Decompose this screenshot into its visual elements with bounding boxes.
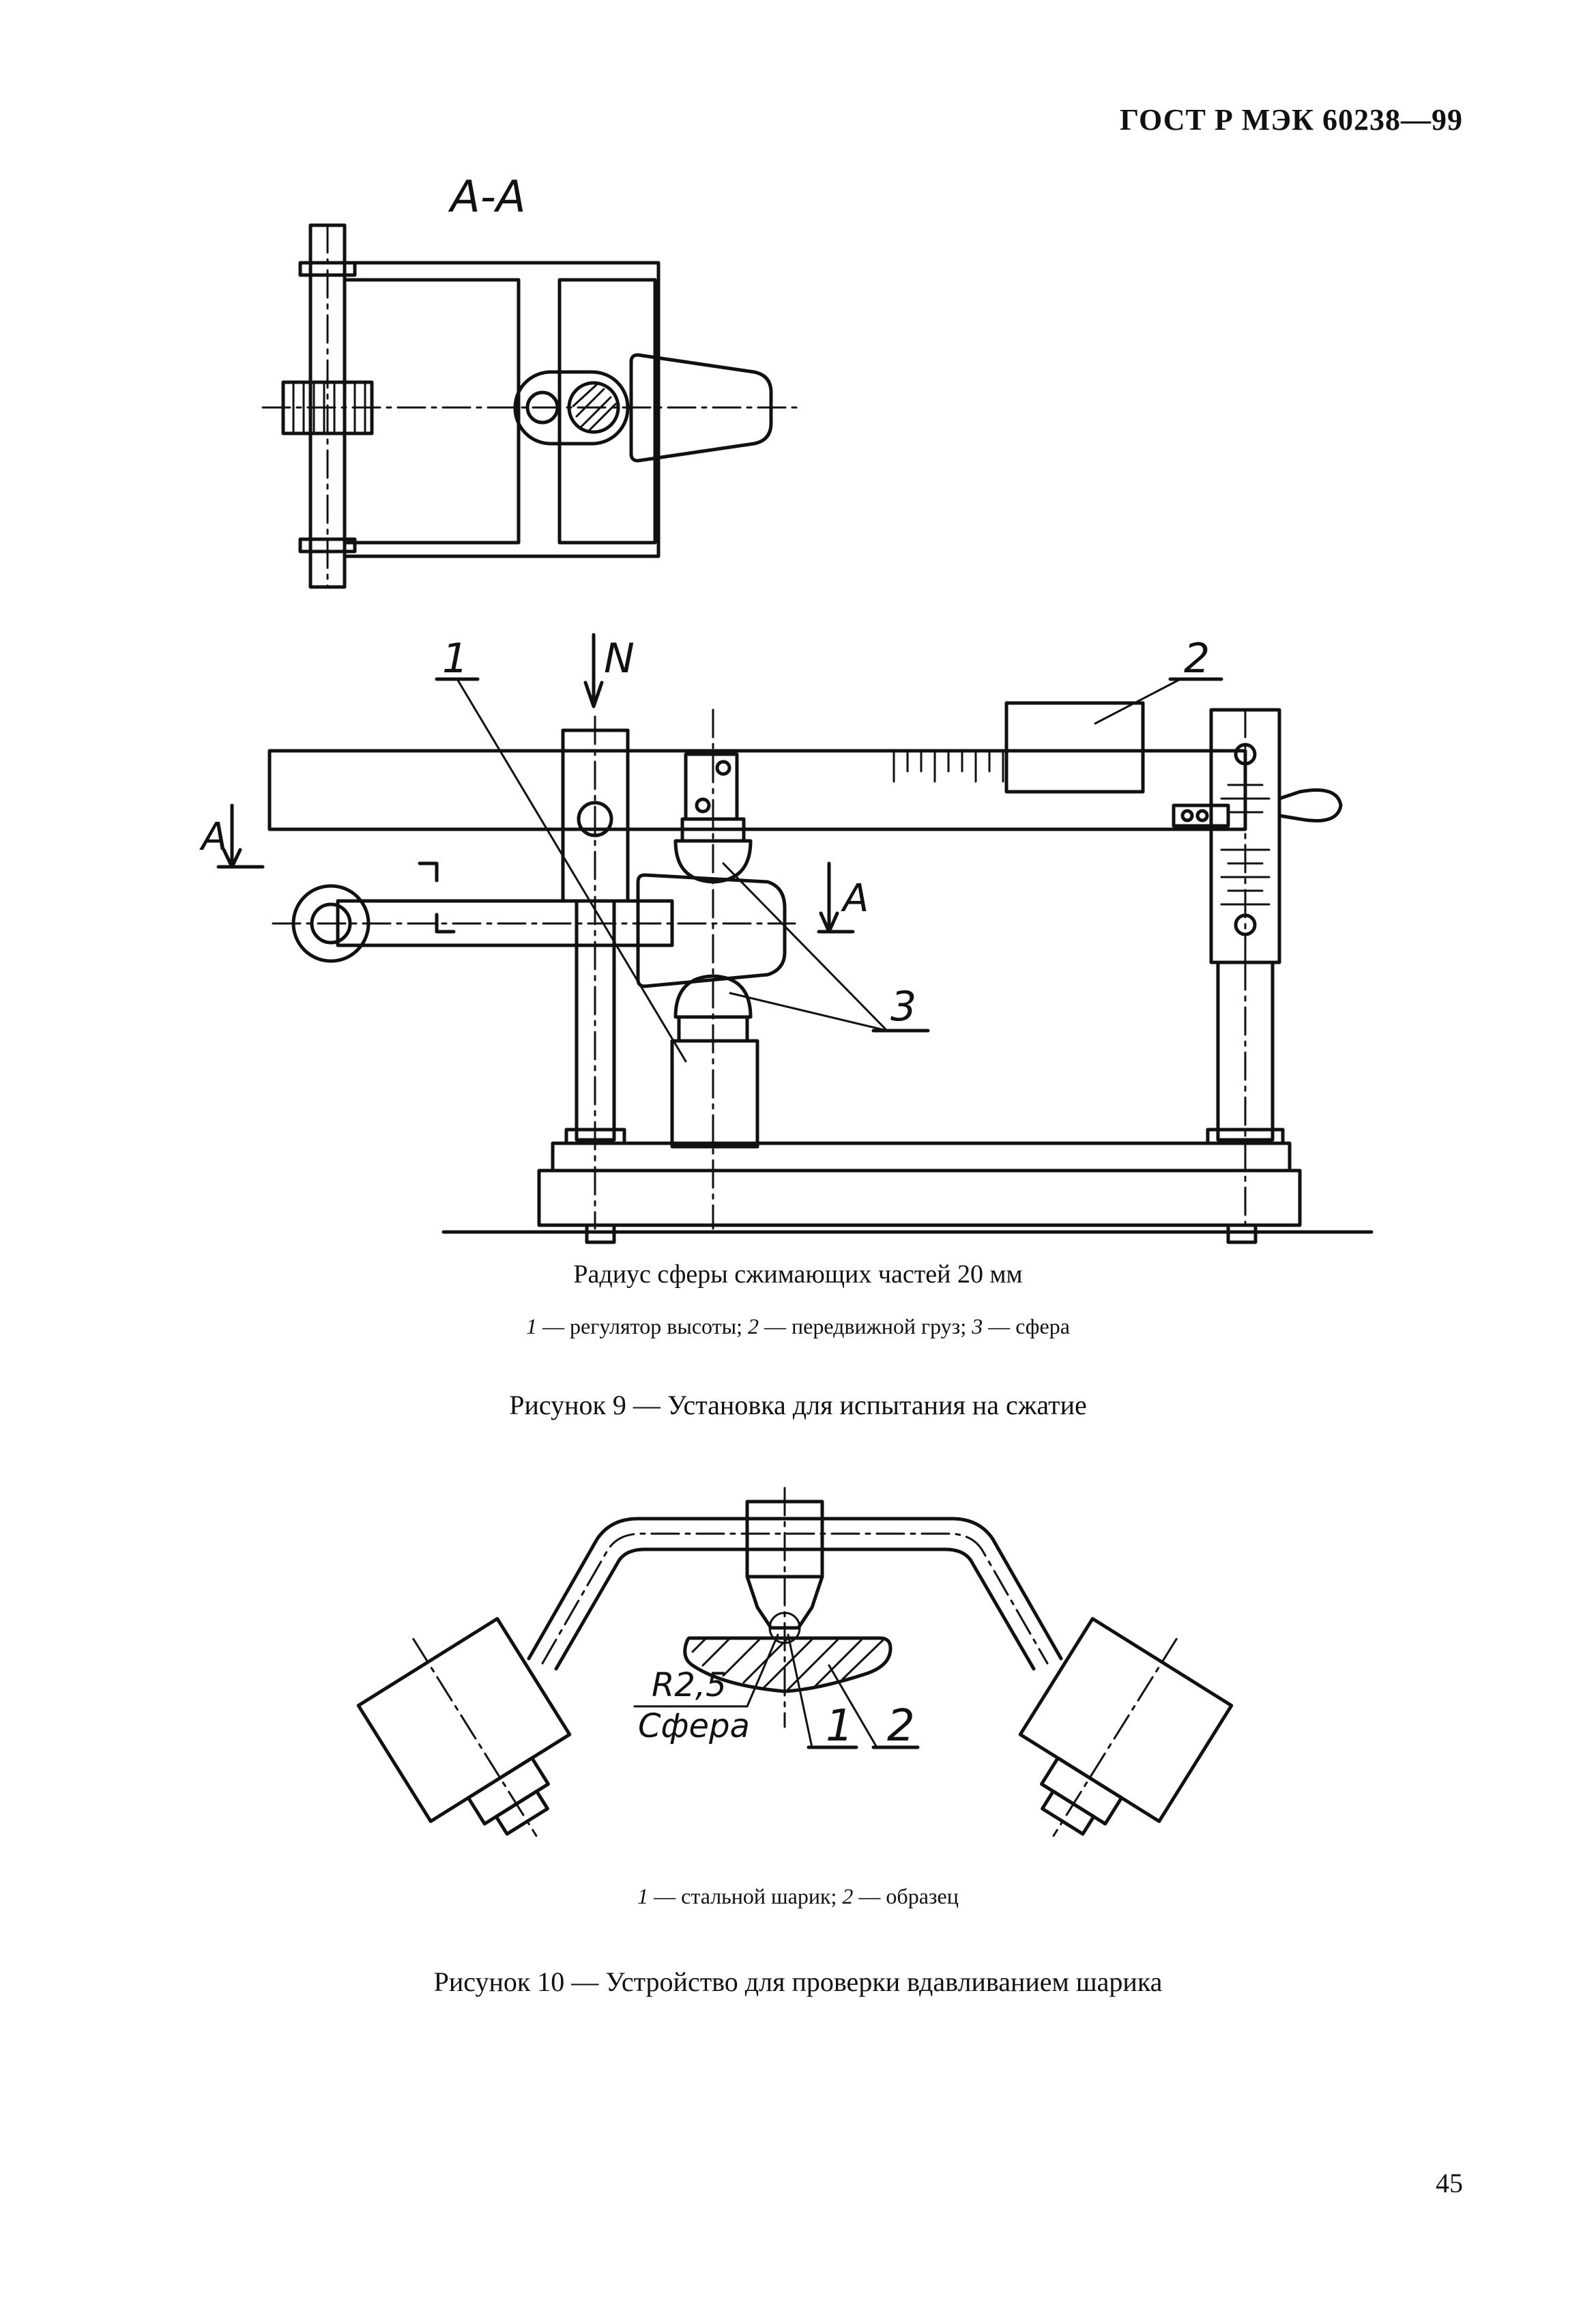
legend-num: 1 [526,1314,538,1338]
figure-9-legend: 1 — регулятор высоты; 2 — передвижной гр… [0,1314,1596,1339]
figure-9-note: Радиус сферы сжимающих частей 20 мм [573,1260,1023,1289]
callout-1: 1 [442,635,468,683]
callout-3: 3 [890,983,916,1031]
page-number: 45 [1436,2168,1463,2198]
figure-9-drawing: А-А [199,172,1374,1244]
section-marker-left: А [199,815,227,859]
callout-2: 2 [1184,635,1210,683]
legend-text: — образец [853,1884,959,1908]
figure-10-legend: 1 — стальной шарик; 2 — образец [0,1884,1596,1909]
legend-num: 2 [747,1314,759,1338]
legend-num: 1 [637,1884,649,1908]
legend-text: — передвижной груз; [758,1314,972,1338]
section-label-aa: А-А [448,172,526,223]
section-view-aa [261,223,800,589]
document-code-header: ГОСТ Р МЭК 60238—99 [1120,103,1463,137]
force-label-n: N [604,635,635,683]
legend-text: — регулятор высоты; [537,1314,748,1338]
figure-9-title: Рисунок 9 — Установка для испытания на с… [509,1390,1087,1420]
figure-10-title: Рисунок 10 — Устройство для проверки вда… [433,1966,1163,1997]
legend-num: 3 [972,1314,983,1338]
legend-text: — стальной шарик; [648,1884,843,1908]
radius-label: R2,5 [652,1666,727,1704]
legend-text: — сфера [983,1314,1070,1338]
legend-num: 2 [842,1884,854,1908]
callout-2: 2 [887,1701,915,1751]
section-marker-right: А [841,876,869,921]
sphere-label: Сфера [638,1707,750,1745]
main-view: N 1 2 [199,633,1374,1244]
callout-1: 1 [826,1701,854,1751]
figure-10-drawing: R2,5 Сфера 1 2 [0,1467,1596,1877]
